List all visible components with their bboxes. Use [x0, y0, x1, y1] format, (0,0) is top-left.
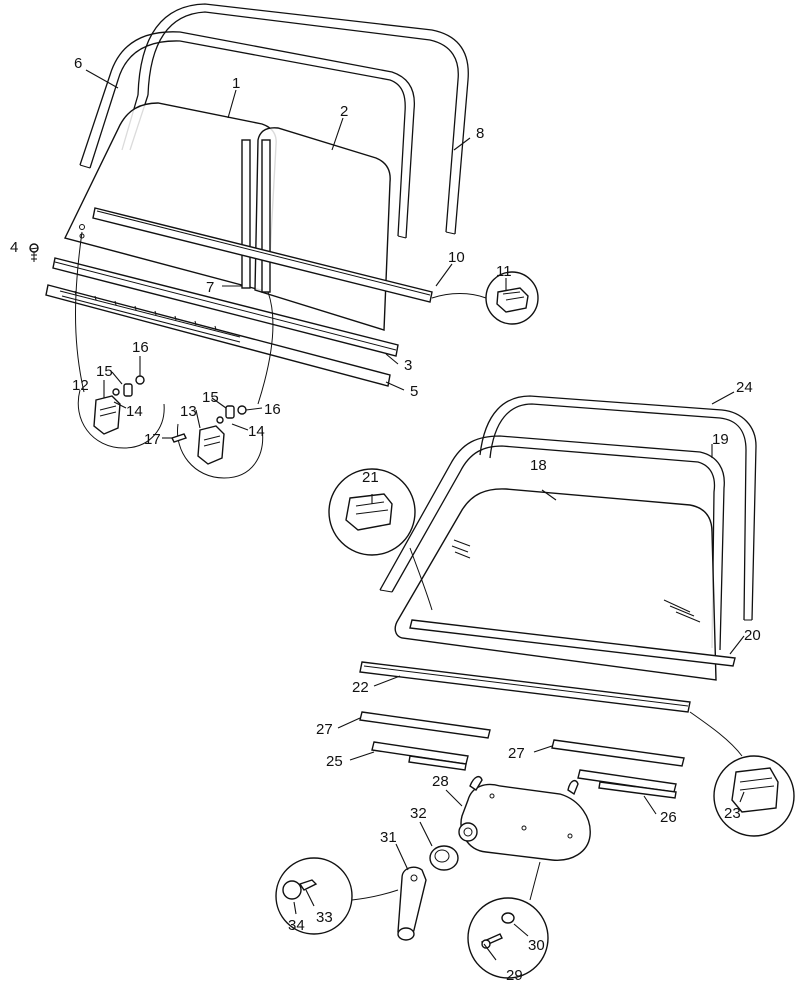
inner-window-channel [79, 31, 416, 239]
clip-detail-bubble-23 [689, 711, 795, 837]
callout-8: 8 [476, 125, 484, 142]
escutcheon [429, 845, 459, 871]
callout-3: 3 [404, 357, 412, 374]
bottom-channel [45, 284, 391, 387]
callout-17: 17 [144, 431, 161, 448]
callout-32: 32 [410, 805, 427, 822]
callout-14a: 14 [126, 403, 143, 420]
centre-divider-channel [241, 139, 271, 293]
callout-5: 5 [410, 383, 418, 400]
guide-rail-lower-right [577, 769, 677, 799]
callout-11: 11 [496, 263, 512, 280]
callout-20: 20 [744, 627, 761, 644]
callout-33: 33 [316, 909, 333, 926]
guide-rail-upper-right [551, 739, 685, 767]
callout-16a: 16 [132, 339, 149, 356]
screw-washer-bubble [467, 861, 549, 979]
callout-15a: 15 [96, 363, 113, 380]
callout-24: 24 [736, 379, 753, 396]
catch-detail-bubble-12 [75, 231, 165, 449]
window-regulator [458, 775, 591, 861]
callout-19: 19 [712, 431, 729, 448]
callout-1: 1 [232, 75, 240, 92]
callout-15b: 15 [202, 389, 219, 406]
callout-31: 31 [380, 829, 397, 846]
handle-knob-bubble [275, 857, 399, 935]
inner-door-channel [379, 435, 725, 651]
clip-detail-bubble-11 [431, 271, 539, 325]
guide-rail-upper-left [359, 711, 491, 739]
callout-10: 10 [448, 249, 465, 266]
clip-detail-bubble-21 [328, 468, 433, 611]
catch-detail-bubble-13 [171, 291, 274, 479]
callout-labels: 1 2 3 4 5 6 7 8 10 11 12 13 14 14 15 15 … [10, 55, 761, 984]
callout-4: 4 [10, 239, 18, 256]
outer-door-seal [479, 395, 757, 621]
callout-6: 6 [74, 55, 82, 72]
callout-27b: 27 [508, 745, 525, 762]
callout-16b: 16 [264, 401, 281, 418]
callout-27a: 27 [316, 721, 333, 738]
callout-21: 21 [362, 469, 379, 486]
lower-door-channel [359, 661, 691, 713]
window-winder-handle [397, 866, 427, 941]
leader-lines [29, 69, 745, 961]
callout-7: 7 [206, 279, 214, 296]
callout-34: 34 [288, 917, 305, 934]
callout-22: 22 [352, 679, 369, 696]
guide-rail-lower-left [371, 741, 469, 771]
callout-23: 23 [724, 805, 741, 822]
callout-12: 12 [72, 377, 89, 394]
callout-29: 29 [506, 967, 523, 984]
callout-13: 13 [180, 403, 197, 420]
callout-14b: 14 [248, 423, 265, 440]
glass-pane-rear [254, 127, 391, 331]
lower-glass-runner [52, 257, 399, 357]
callout-25: 25 [326, 753, 343, 770]
callout-26: 26 [660, 809, 677, 826]
callout-2: 2 [340, 103, 348, 120]
screw-icon [29, 243, 39, 262]
callout-18: 18 [530, 457, 547, 474]
callout-28: 28 [432, 773, 449, 790]
glass-bottom-rail [409, 619, 736, 667]
callout-30: 30 [528, 937, 545, 954]
upper-glass-rail [92, 207, 433, 303]
